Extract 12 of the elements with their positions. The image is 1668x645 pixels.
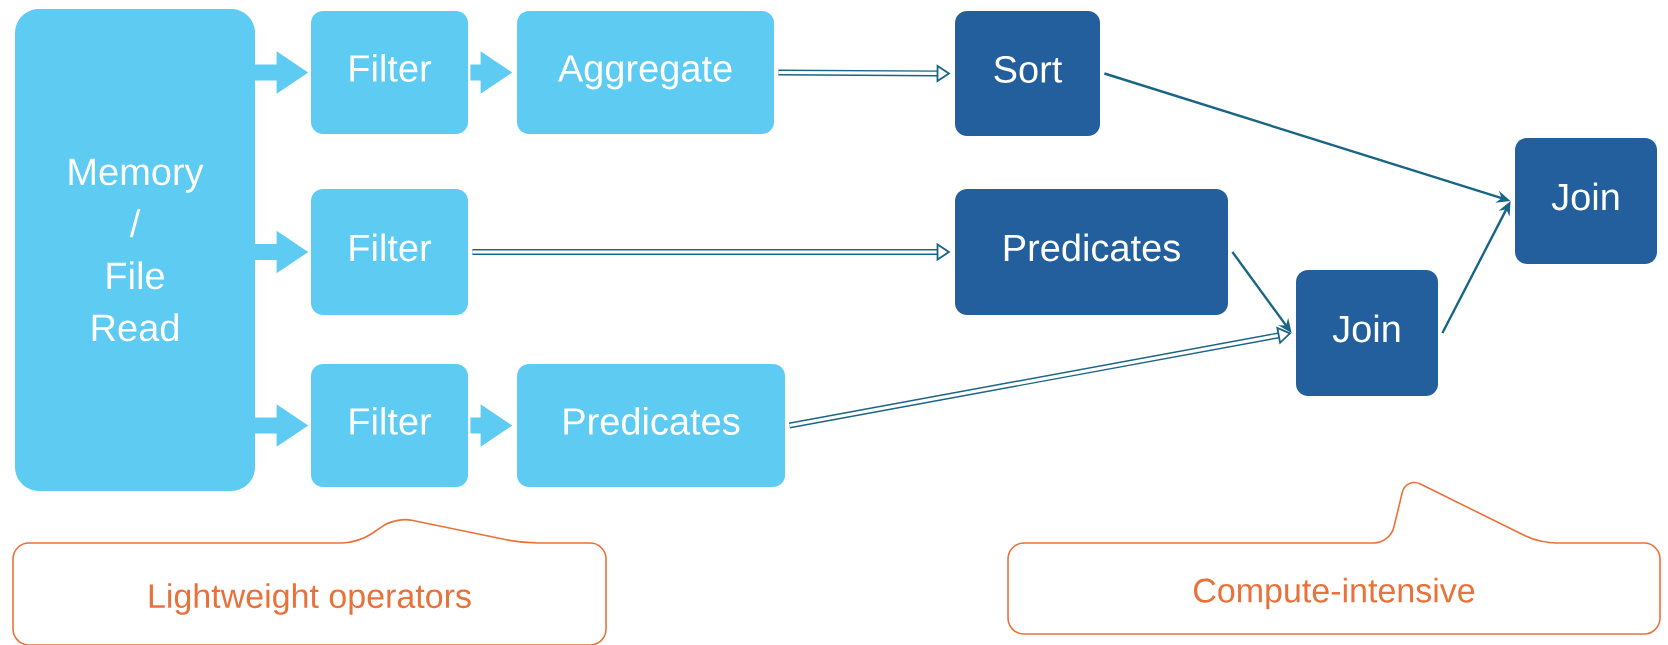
source-box: Memory / File Read [15, 9, 255, 491]
operator-box: Predicates [955, 189, 1228, 315]
operator-box: Join [1515, 138, 1657, 264]
operator-box: Sort [955, 11, 1100, 136]
callout-box: Compute-intensive [1007, 481, 1661, 635]
operator-box: Filter [311, 11, 468, 134]
callout-box: Lightweight operators [12, 518, 607, 645]
operator-box: Filter [311, 364, 468, 487]
operator-box: Join [1296, 270, 1438, 396]
operator-box: Aggregate [517, 11, 774, 134]
operator-box: Filter [311, 189, 468, 315]
operator-box: Predicates [517, 364, 785, 487]
